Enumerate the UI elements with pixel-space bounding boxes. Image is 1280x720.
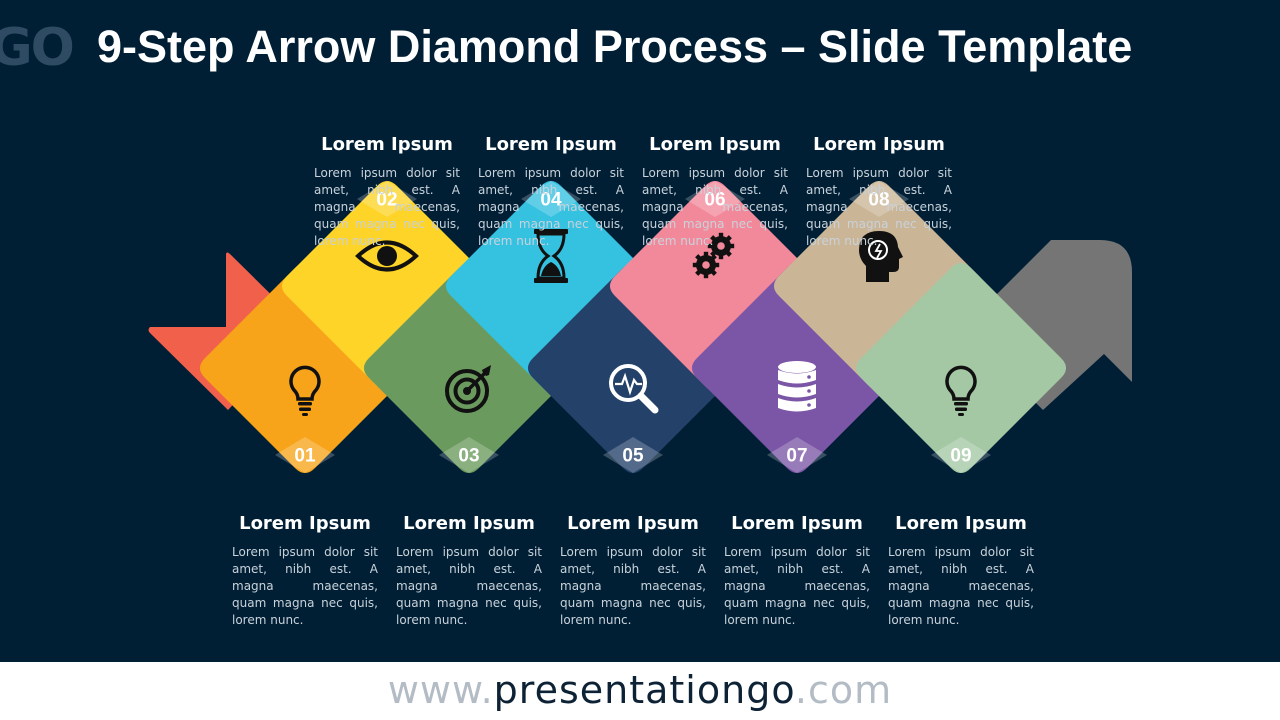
step-description: Lorem ipsum dolor sit amet, nibh est. A … (478, 166, 624, 248)
step-02-badge: 02 (357, 181, 417, 217)
step-heading: Lorem Ipsum (731, 513, 863, 534)
step-02-number: 02 (376, 190, 397, 211)
step-heading: Lorem Ipsum (649, 134, 781, 155)
step-01-number: 01 (294, 446, 316, 467)
step-description: Lorem ipsum dolor sit amet, nibh est. A … (724, 545, 870, 627)
step-heading: Lorem Ipsum (813, 134, 945, 155)
step-description: Lorem ipsum dolor sit amet, nibh est. A … (642, 166, 788, 248)
footer-url-suffix: .com (794, 668, 893, 712)
arrow-tail (148, 252, 305, 410)
step-09-badge: 09 (931, 437, 991, 473)
footer-url-site: presentationgo (493, 668, 795, 712)
step-09-number: 09 (950, 446, 971, 467)
step-description: Lorem ipsum dolor sit amet, nibh est. A … (396, 545, 542, 627)
target-icon (445, 365, 491, 413)
step-05-badge: 05 (603, 437, 663, 473)
step-04-badge: 04 (521, 181, 581, 217)
arrow-diamond-diagram: 01 02 03 04 05 06 07 08 09 (148, 180, 1132, 474)
step-07-number: 07 (786, 446, 807, 467)
step-heading: Lorem Ipsum (895, 513, 1027, 534)
step-01-badge: 01 (275, 437, 335, 473)
step-04-number: 04 (540, 190, 562, 211)
step-heading: Lorem Ipsum (321, 134, 453, 155)
step-description: Lorem ipsum dolor sit amet, nibh est. A … (314, 166, 460, 248)
step-heading: Lorem Ipsum (403, 513, 535, 534)
step-05-number: 05 (622, 446, 644, 467)
step-06-number: 06 (704, 190, 725, 211)
step-08-number: 08 (868, 190, 889, 211)
step-description: Lorem ipsum dolor sit amet, nibh est. A … (888, 545, 1034, 627)
gears-icon (692, 232, 735, 279)
eye-icon (355, 240, 419, 272)
footer-url: www.presentationgo.com (0, 662, 1280, 720)
database-icon (778, 361, 816, 412)
magnifier-pulse-icon (609, 364, 659, 414)
head-idea-icon (859, 231, 903, 282)
lightbulb-icon (945, 365, 977, 416)
step-07-badge: 07 (767, 437, 827, 473)
step-description: Lorem ipsum dolor sit amet, nibh est. A … (806, 166, 952, 248)
footer-url-prefix: www. (387, 668, 494, 712)
step-08-badge: 08 (849, 181, 909, 217)
step-description: Lorem ipsum dolor sit amet, nibh est. A … (560, 545, 706, 627)
step-description: Lorem ipsum dolor sit amet, nibh est. A … (232, 545, 378, 627)
step-heading: Lorem Ipsum (239, 513, 371, 534)
step-03-badge: 03 (439, 437, 499, 473)
hourglass-icon (534, 229, 568, 283)
step-09-diamond: 09 (855, 262, 1067, 474)
slide-title: 9-Step Arrow Diamond Process – Slide Tem… (97, 21, 1133, 72)
lightbulb-icon (289, 365, 321, 416)
step-06-badge: 06 (685, 181, 745, 217)
slide-canvas: GO 9-Step Arrow Diamond Process – Slide … (0, 0, 1280, 662)
step-heading: Lorem Ipsum (485, 134, 617, 155)
step-03-number: 03 (458, 446, 479, 467)
step-heading: Lorem Ipsum (567, 513, 699, 534)
brand-logo: GO (0, 18, 75, 78)
